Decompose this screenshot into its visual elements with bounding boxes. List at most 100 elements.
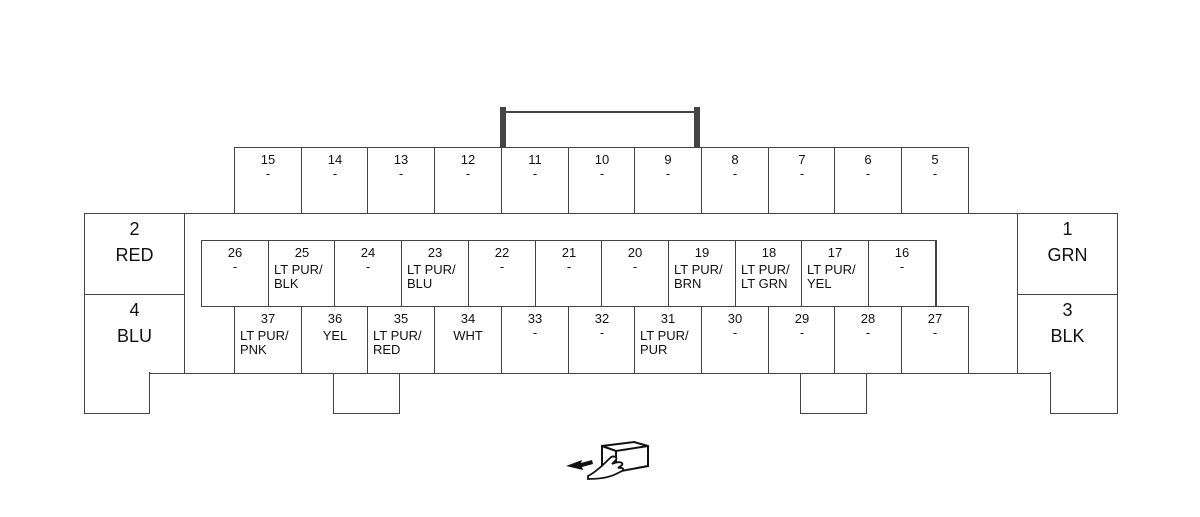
terminal-24-number: 24 <box>360 245 376 260</box>
terminal-14-color: - <box>332 166 338 181</box>
terminal-2-color: RED <box>115 245 154 265</box>
terminal-18-color: LT PUR/ LT GRN <box>741 262 790 291</box>
terminal-20-color: - <box>632 259 638 274</box>
terminal-2-number: 2 <box>129 219 140 239</box>
connector-face-view-icon <box>566 436 656 480</box>
terminal-23-number: 23 <box>427 245 443 260</box>
terminal-29-color: - <box>799 325 805 340</box>
terminal-30-color: - <box>732 325 738 340</box>
terminal-24-color: - <box>365 259 371 274</box>
foot-3 <box>800 372 867 414</box>
terminal-19-number: 19 <box>694 245 710 260</box>
terminal-11: 11- <box>501 147 569 214</box>
terminal-2: 2 RED <box>84 213 185 295</box>
terminal-17-color: LT PUR/ YEL <box>807 262 856 291</box>
terminal-30-number: 30 <box>727 311 743 326</box>
terminal-18-number: 18 <box>761 245 777 260</box>
terminal-6-color: - <box>865 166 871 181</box>
terminal-23-color: LT PUR/ BLU <box>407 262 456 291</box>
terminal-21: 21- <box>535 240 603 307</box>
terminal-36-number: 36 <box>327 311 343 326</box>
terminal-25-color: LT PUR/ BLK <box>274 262 323 291</box>
terminal-28-color: - <box>865 325 871 340</box>
terminal-4-color: BLU <box>116 326 152 346</box>
foot-2 <box>333 372 400 414</box>
terminal-30: 30- <box>701 306 769 374</box>
terminal-3-number: 3 <box>1062 300 1073 320</box>
terminal-7-color: - <box>799 166 805 181</box>
terminal-29: 29- <box>768 306 836 374</box>
terminal-19-color: LT PUR/ BRN <box>674 262 723 291</box>
connector-face-view-icon-svg <box>566 440 649 480</box>
terminal-16-color: - <box>899 259 905 274</box>
latch-right-post <box>694 107 700 149</box>
terminal-35: 35 LT PUR/ RED <box>367 306 435 374</box>
terminal-1: 1 GRN <box>1017 213 1118 295</box>
terminal-18: 18 LT PUR/ LT GRN <box>735 240 803 307</box>
terminal-31-color: LT PUR/ PUR <box>640 328 689 357</box>
terminal-34-number: 34 <box>460 311 476 326</box>
terminal-26: 26- <box>201 240 269 307</box>
terminal-6: 6- <box>834 147 902 214</box>
terminal-14: 14- <box>301 147 369 214</box>
terminal-22: 22- <box>468 240 536 307</box>
terminal-33-color: - <box>532 325 538 340</box>
terminal-31-number: 31 <box>660 311 676 326</box>
terminal-29-number: 29 <box>794 311 810 326</box>
terminal-5: 5- <box>901 147 969 214</box>
terminal-32: 32- <box>568 306 636 374</box>
terminal-3-color: BLK <box>1050 326 1085 346</box>
terminal-4-number: 4 <box>129 300 140 320</box>
terminal-35-color: LT PUR/ RED <box>373 328 422 357</box>
terminal-31: 31 LT PUR/ PUR <box>634 306 702 374</box>
terminal-17-number: 17 <box>827 245 843 260</box>
terminal-15: 15- <box>234 147 302 214</box>
terminal-9-number: 9 <box>664 152 672 167</box>
terminal-17: 17 LT PUR/ YEL <box>801 240 869 307</box>
terminal-7-number: 7 <box>798 152 806 167</box>
terminal-8-number: 8 <box>731 152 739 167</box>
latch-bar <box>503 111 697 113</box>
terminal-3: 3 BLK <box>1017 294 1118 374</box>
terminal-11-number: 11 <box>528 152 542 167</box>
terminal-9-color: - <box>665 166 671 181</box>
terminal-26-color: - <box>232 259 238 274</box>
terminal-5-number: 5 <box>931 152 939 167</box>
terminal-22-number: 22 <box>494 245 510 260</box>
terminal-1-number: 1 <box>1062 219 1073 239</box>
foot-1 <box>84 372 150 414</box>
terminal-32-color: - <box>599 325 605 340</box>
terminal-27-number: 27 <box>927 311 943 326</box>
terminal-1-color: GRN <box>1047 245 1088 265</box>
terminal-19: 19 LT PUR/ BRN <box>668 240 736 307</box>
terminal-33: 33- <box>501 306 569 374</box>
terminal-22-color: - <box>499 259 505 274</box>
terminal-23: 23 LT PUR/ BLU <box>401 240 469 307</box>
terminal-21-number: 21 <box>561 245 577 260</box>
terminal-7: 7- <box>768 147 836 214</box>
terminal-21-color: - <box>566 259 572 274</box>
terminal-28-number: 28 <box>860 311 876 326</box>
foot-4 <box>1050 372 1118 414</box>
terminal-11-color: - <box>532 166 538 181</box>
terminal-24: 24- <box>334 240 402 307</box>
terminal-28: 28- <box>834 306 902 374</box>
terminal-12-color: - <box>465 166 471 181</box>
terminal-6-number: 6 <box>864 152 872 167</box>
terminal-15-color: - <box>265 166 271 181</box>
latch-left-post <box>500 107 506 149</box>
terminal-16-number: 16 <box>894 245 910 260</box>
terminal-20: 20- <box>601 240 669 307</box>
terminal-9: 9- <box>634 147 702 214</box>
terminal-27: 27- <box>901 306 969 374</box>
terminal-13-color: - <box>398 166 404 181</box>
terminal-5-color: - <box>932 166 938 181</box>
terminal-35-number: 35 <box>393 311 409 326</box>
terminal-8-color: - <box>732 166 738 181</box>
terminal-34-color: WHT <box>453 328 483 343</box>
terminal-13: 13- <box>367 147 435 214</box>
